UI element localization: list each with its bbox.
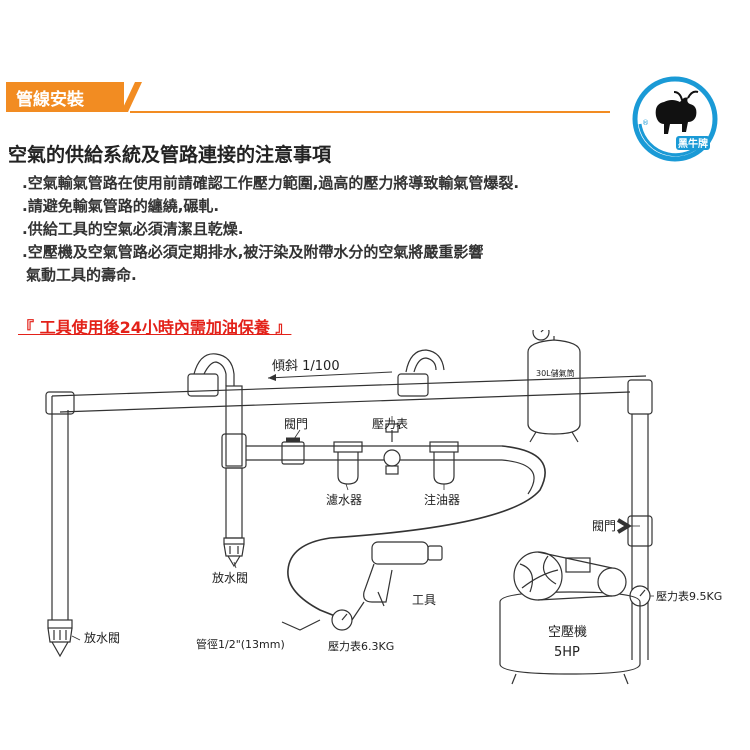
hose-size-label: 管徑1/2"(13mm) <box>196 637 285 651</box>
brand-logo: ® 黑牛牌 <box>632 76 718 162</box>
notes-list: .空氣輸氣管路在使用前請確認工作壓力範圍,過高的壓力將導致輸氣管爆裂. .請避免… <box>22 172 722 287</box>
bull-icon <box>655 90 699 134</box>
second-loop <box>405 349 445 373</box>
tool-label: 工具 <box>412 593 436 607</box>
mid-drain-valve-icon <box>223 537 245 568</box>
maintenance-warning: 『 工具使用後24小時內需加油保養 』 <box>18 318 292 337</box>
note-item: .空氣輸氣管路在使用前請確認工作壓力範圍,過高的壓力將導致輸氣管爆裂. <box>22 174 520 192</box>
valve-label: 閥門 <box>284 417 308 431</box>
air-hose <box>287 445 546 619</box>
regulator-gauge-icon <box>383 423 401 475</box>
piping-diagram: 傾斜 1/100 30L儲氣筒 閥門 壓力表 濾水器 注油器 放水閥 放水閥 工… <box>45 330 722 685</box>
registered-mark: ® <box>642 119 649 127</box>
filter-unit-icon <box>333 441 363 485</box>
branch-pipe <box>246 445 502 461</box>
main-pipe-top <box>51 375 647 397</box>
drain-label-left: 放水閥 <box>84 630 120 645</box>
main-pipe-bottom <box>59 391 631 413</box>
compressor-label: 空壓機 <box>548 625 587 640</box>
oiler-unit-icon <box>429 441 459 485</box>
mid-drop-pipe-top <box>225 385 243 467</box>
left-elbow <box>45 391 75 415</box>
mid-drop-pipe-bottom <box>225 467 243 539</box>
drain-label-mid: 放水閥 <box>212 570 248 585</box>
air-tank-icon <box>527 330 581 443</box>
note-item: .空壓機及空氣管路必須定期排水,被汙染及附帶水分的空氣將嚴重影響 <box>22 243 484 261</box>
header-slash-decoration <box>121 82 142 112</box>
slope-label: 傾斜 1/100 <box>272 359 340 374</box>
section-header-tab: 管線安裝 <box>6 82 124 112</box>
branch-valve-body <box>281 441 305 465</box>
page-title: 空氣的供給系統及管路連接的注意事項 <box>8 144 332 166</box>
oiler-label: 注油器 <box>424 492 460 507</box>
compressor-gauge-label: 壓力表9.5KG <box>656 589 722 603</box>
tool-gauge-label: 壓力表6.3KG <box>328 639 394 653</box>
logo-text: 黑牛牌 <box>678 137 708 150</box>
header-divider-line <box>130 111 610 113</box>
impact-wrench-icon <box>363 541 443 607</box>
valve-right-label: 閥門 <box>592 519 616 533</box>
mid-loop-top <box>193 353 235 386</box>
gauge-label: 壓力表 <box>372 417 408 431</box>
tee-fitting-2 <box>397 373 429 397</box>
tee-fitting-1 <box>187 373 219 397</box>
section-header-label: 管線安裝 <box>16 89 84 110</box>
right-vertical-pipe <box>631 414 649 660</box>
note-item: .供給工具的空氣必須清潔且乾燥. <box>22 220 244 238</box>
note-item: .請避免輸氣管路的纏繞,碾軋. <box>22 197 220 215</box>
left-drain-valve-icon <box>47 619 73 658</box>
air-compressor-icon <box>499 551 641 685</box>
right-elbow <box>627 379 653 415</box>
right-valve-body <box>627 515 653 547</box>
compressor-hp: 5HP <box>554 645 580 660</box>
tank-label: 30L儲氣筒 <box>536 368 575 378</box>
note-item: 氣動工具的壽命. <box>26 266 137 284</box>
filter-label: 濾水器 <box>326 492 362 507</box>
left-drop-pipe <box>51 396 69 620</box>
right-valve-handle <box>616 518 632 534</box>
